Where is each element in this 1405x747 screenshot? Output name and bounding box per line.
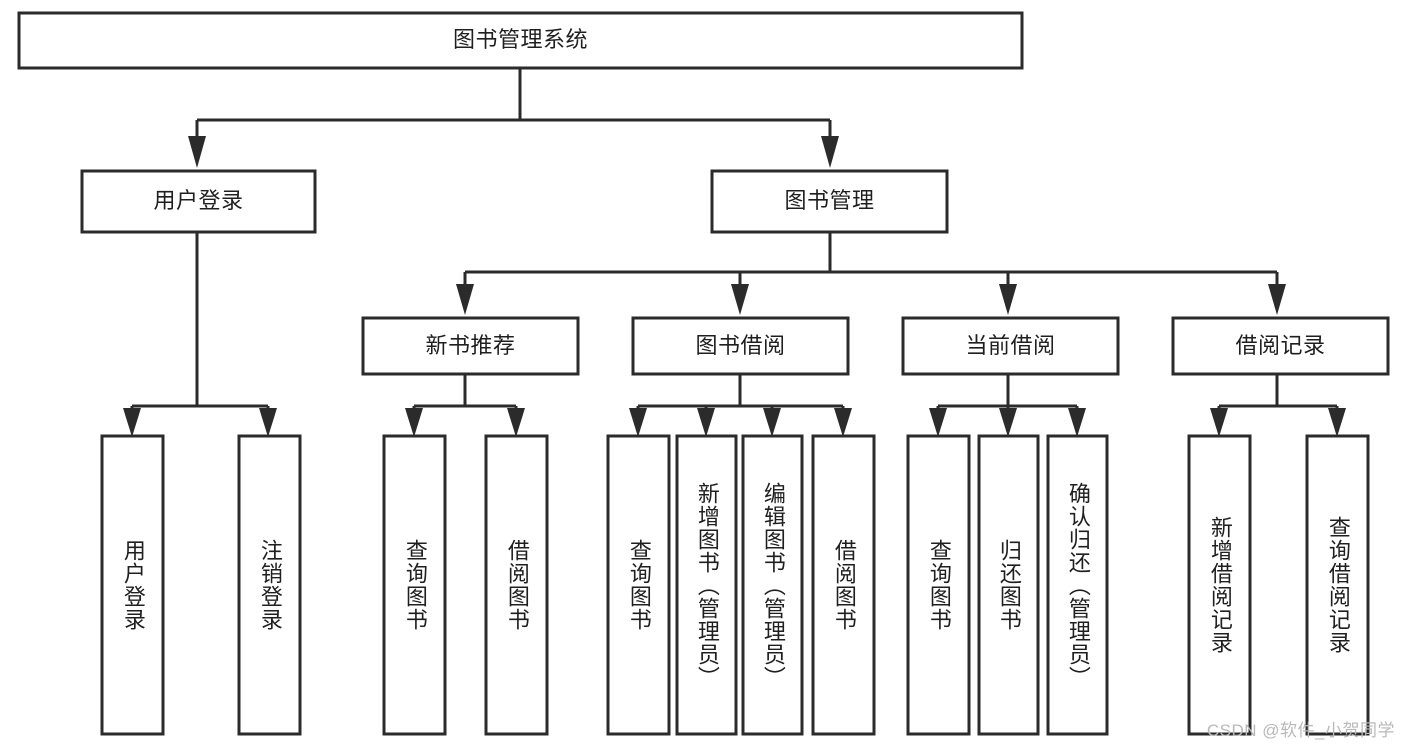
- arrow-head-new-book-rec-leaf-0: [405, 408, 423, 437]
- connector-group-current-borrow-leaves: [929, 374, 1086, 437]
- node-box-root[interactable]: [17, 11, 1024, 70]
- connector-group-root: [188, 68, 839, 168]
- arrow-head-current-borrow-leaf-2: [1068, 408, 1086, 437]
- arrow-head-borrow-record-leaf-0: [1210, 408, 1228, 437]
- node-box-leaf-book-borrow-3[interactable]: [811, 434, 876, 736]
- node-box-borrow-record[interactable]: [1171, 316, 1390, 376]
- arrow-head-borrow-record-leaf-1: [1328, 408, 1346, 437]
- node-box-leaf-book-borrow-2[interactable]: [741, 434, 804, 736]
- node-box-leaf-current-borrow-0[interactable]: [906, 434, 971, 736]
- arrow-head-book-borrow-leaf-2: [763, 408, 781, 437]
- connector-group-borrow-record-leaves: [1210, 374, 1346, 437]
- arrow-head-borrow-record: [1268, 284, 1286, 315]
- node-box-leaf-borrow-record-0[interactable]: [1187, 434, 1252, 736]
- arrow-head-book-borrow-leaf-0: [629, 408, 647, 437]
- arrow-head-new-book-rec: [456, 284, 474, 315]
- node-box-user-login[interactable]: [80, 169, 317, 234]
- node-box-leaf-borrow-record-1[interactable]: [1305, 434, 1370, 736]
- node-box-leaf-book-borrow-1[interactable]: [675, 434, 738, 736]
- arrow-head-book-manage: [821, 136, 839, 168]
- node-box-leaf-user-login-1[interactable]: [237, 434, 302, 736]
- arrow-head-current-borrow-leaf-0: [929, 408, 947, 437]
- arrow-head-current-borrow: [999, 284, 1017, 315]
- node-box-leaf-new-book-rec-1[interactable]: [484, 434, 549, 736]
- arrow-head-user-login-leaf-0: [123, 408, 141, 437]
- node-box-book-borrow[interactable]: [631, 316, 850, 376]
- node-box-book-manage[interactable]: [710, 169, 949, 234]
- arrow-head-book-borrow-leaf-3: [834, 408, 852, 437]
- arrow-head-user-login: [188, 136, 206, 168]
- connector-group-new-book-rec-leaves: [405, 374, 525, 437]
- connector-group-book-manage: [456, 232, 1286, 315]
- node-box-leaf-current-borrow-1[interactable]: [977, 434, 1040, 736]
- node-box-leaf-book-borrow-0[interactable]: [606, 434, 671, 736]
- connector-group-book-borrow-leaves: [629, 374, 852, 437]
- node-box-leaf-current-borrow-2[interactable]: [1046, 434, 1109, 736]
- watermark-text: CSDN @软件_小贺同学: [1206, 721, 1395, 740]
- arrow-head-current-borrow-leaf-1: [999, 408, 1017, 437]
- arrow-head-book-borrow: [731, 284, 749, 315]
- node-box-leaf-new-book-rec-0[interactable]: [382, 434, 447, 736]
- arrow-head-new-book-rec-leaf-1: [507, 408, 525, 437]
- arrow-head-user-login-leaf-1: [259, 408, 277, 437]
- arrow-head-book-borrow-leaf-1: [697, 408, 715, 437]
- node-box-new-book-rec[interactable]: [361, 316, 580, 376]
- connector-group-user-login-leaves: [123, 232, 277, 437]
- node-box-leaf-user-login-0[interactable]: [100, 434, 165, 736]
- node-box-current-borrow[interactable]: [901, 316, 1120, 376]
